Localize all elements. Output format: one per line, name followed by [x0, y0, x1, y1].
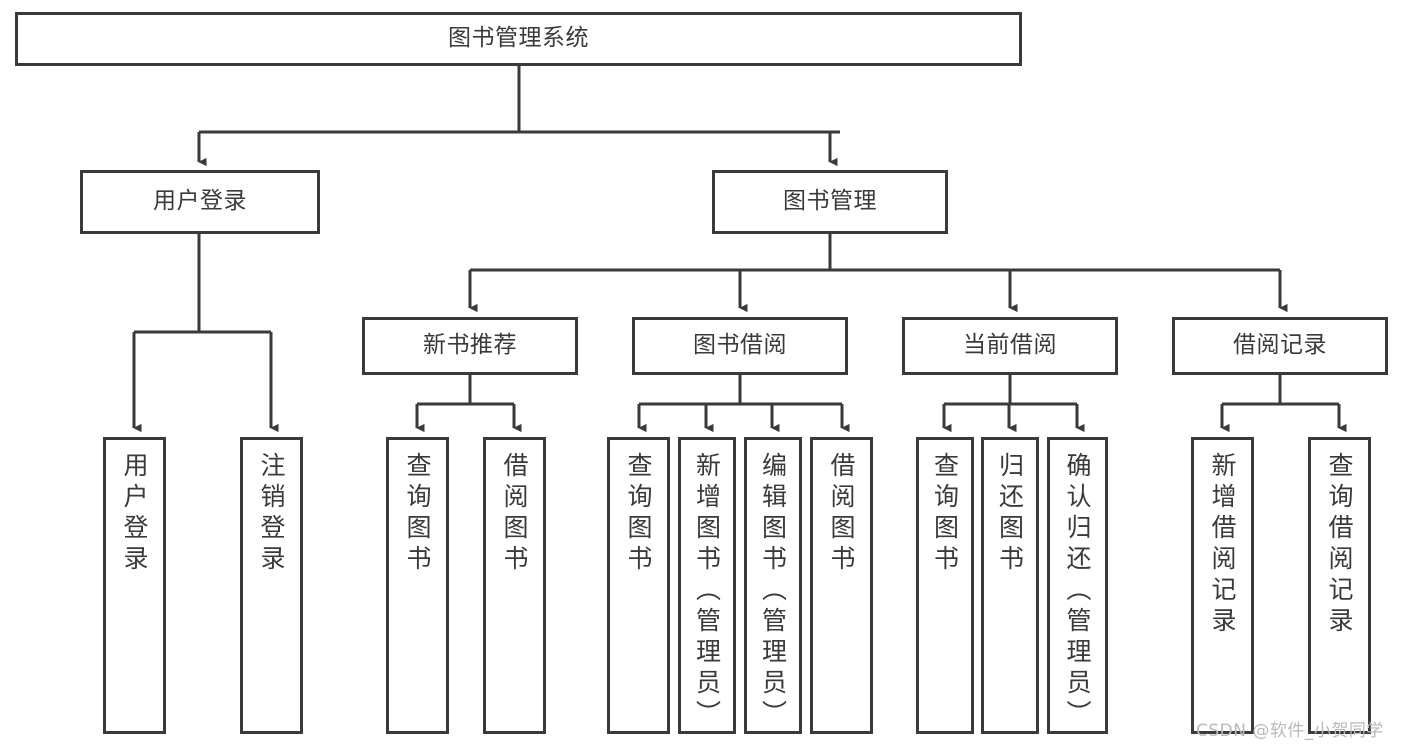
node-label: 注销登录: [257, 452, 286, 576]
edges-borrowrecord-to-leaves: [1220, 375, 1347, 433]
node-book-borrow[interactable]: 图书借阅: [632, 317, 848, 375]
leaf-currentborrow-query-book[interactable]: 查询图书: [916, 437, 974, 734]
leaf-bookborrow-borrow-book[interactable]: 借阅图书: [810, 437, 873, 734]
node-label: 图书管理系统: [448, 25, 589, 52]
node-label: 查询图书: [403, 452, 432, 576]
leaf-borrowrecord-add-record[interactable]: 新增借阅记录: [1191, 437, 1254, 734]
node-root-system[interactable]: 图书管理系统: [15, 12, 1022, 66]
leaf-user-login-login[interactable]: 用户登录: [103, 437, 166, 734]
leaf-currentborrow-confirm-return[interactable]: 确认归还（管理员）: [1047, 437, 1108, 734]
node-label: 用户登录: [120, 452, 149, 576]
node-label: 编辑图书（管理员）: [758, 452, 788, 731]
node-label: 新增借阅记录: [1208, 452, 1237, 638]
node-user-login[interactable]: 用户登录: [80, 170, 320, 234]
leaf-borrowrecord-query-record[interactable]: 查询借阅记录: [1308, 437, 1371, 734]
node-label: 借阅记录: [1233, 332, 1327, 359]
leaf-bookborrow-edit-book[interactable]: 编辑图书（管理员）: [744, 437, 802, 734]
node-label: 用户登录: [153, 188, 247, 215]
edges-userlogin-to-leaves: [132, 234, 279, 433]
node-book-management[interactable]: 图书管理: [712, 170, 948, 234]
leaf-currentborrow-return-book[interactable]: 归还图书: [981, 437, 1039, 734]
leaf-bookborrow-add-book[interactable]: 新增图书（管理员）: [678, 437, 736, 734]
leaf-user-login-logout[interactable]: 注销登录: [240, 437, 303, 734]
node-current-borrow[interactable]: 当前借阅: [902, 317, 1118, 375]
node-label: 图书管理: [783, 188, 877, 215]
edges-currentborrow-to-leaves: [942, 375, 1085, 433]
node-label: 当前借阅: [963, 332, 1057, 359]
node-label: 新增图书（管理员）: [692, 452, 722, 731]
node-label: 新书推荐: [423, 332, 517, 359]
node-label: 借阅图书: [827, 452, 856, 576]
node-label: 查询图书: [930, 452, 960, 576]
node-borrow-record[interactable]: 借阅记录: [1172, 317, 1388, 375]
edges-root-to-level2: [197, 66, 840, 167]
edges-bookmgmt-to-level3: [468, 234, 1288, 313]
node-label: 图书借阅: [693, 332, 787, 359]
node-label: 查询图书: [624, 452, 653, 576]
edges-newbook-to-leaves: [415, 375, 522, 433]
node-label: 确认归还（管理员）: [1063, 452, 1092, 731]
node-label: 查询借阅记录: [1325, 452, 1354, 638]
node-new-book-recommend[interactable]: 新书推荐: [362, 317, 578, 375]
leaf-newbook-query-book[interactable]: 查询图书: [386, 437, 449, 734]
csdn-watermark: CSDN @软件_小贺同学: [1196, 721, 1384, 741]
leaf-bookborrow-query-book[interactable]: 查询图书: [607, 437, 670, 734]
edges-bookborrow-to-leaves: [637, 375, 850, 433]
leaf-newbook-borrow-book[interactable]: 借阅图书: [483, 437, 546, 734]
node-label: 归还图书: [995, 452, 1025, 576]
node-label: 借阅图书: [500, 452, 529, 576]
